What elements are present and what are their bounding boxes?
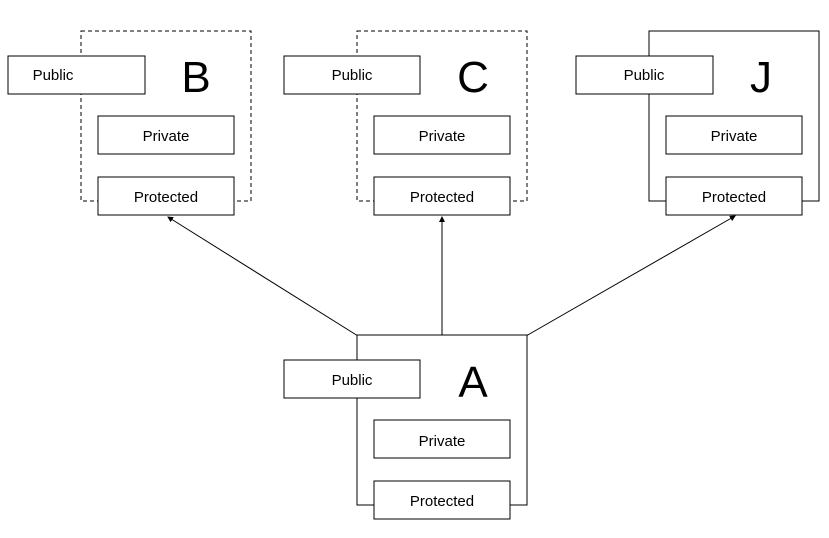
class-c-public-box [283, 55, 421, 95]
class-b-protected-label: Protected [134, 189, 198, 206]
class-c-protected-box [373, 176, 511, 216]
class-j-protected-label: Protected [702, 189, 766, 206]
edge-a-to-j [525, 215, 736, 337]
class-a-private-label: Private [419, 433, 466, 450]
class-j-protected-box [665, 176, 803, 216]
class-a-private-box [373, 419, 511, 459]
class-c: C Public Private Protected [283, 30, 528, 216]
edges [167, 215, 736, 337]
class-c-name: C [457, 53, 489, 102]
class-c-private-label: Private [419, 128, 466, 145]
class-b-name: B [181, 53, 210, 102]
class-b-public-box [7, 55, 146, 95]
class-a-protected-label: Protected [410, 493, 474, 510]
class-a-public-label: Public [332, 372, 373, 389]
class-b-private-label: Private [143, 128, 190, 145]
class-a-public-box [283, 359, 421, 399]
class-b-protected-box [97, 176, 235, 216]
class-j-name: J [750, 53, 772, 102]
class-j: J Public Private Protected [575, 30, 820, 216]
class-a-protected-box [373, 480, 511, 520]
class-c-private-box [373, 115, 511, 155]
edge-a-to-b [167, 216, 359, 337]
class-a-name: A [458, 358, 488, 407]
class-j-private-label: Private [711, 128, 758, 145]
class-j-private-box [665, 115, 803, 155]
class-c-protected-label: Protected [410, 189, 474, 206]
class-b-private-box [97, 115, 235, 155]
class-a: A Public Private Protected [283, 334, 528, 520]
class-j-public-box [575, 55, 714, 95]
class-j-public-label: Public [624, 67, 665, 84]
class-b-public-label: Public [33, 67, 74, 84]
class-c-public-label: Public [332, 67, 373, 84]
class-b: B Public Private Protected [7, 30, 252, 216]
